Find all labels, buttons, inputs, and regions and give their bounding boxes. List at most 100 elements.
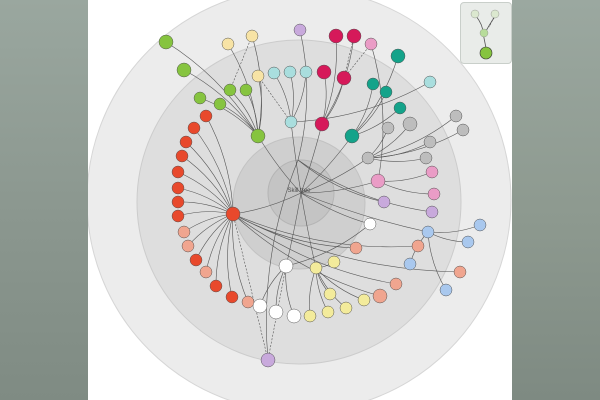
skill-node	[299, 65, 313, 79]
connector-edge	[181, 155, 234, 215]
skill-node	[423, 135, 437, 149]
skill-node	[372, 288, 388, 304]
skill-node	[357, 293, 371, 307]
hub-edge	[300, 123, 323, 194]
connector-edge	[227, 213, 234, 298]
connector-edge	[185, 141, 234, 215]
skill-node	[327, 255, 341, 269]
skill-node	[314, 116, 330, 132]
skill-node	[377, 195, 391, 209]
skill-node	[284, 115, 298, 129]
legend-thumbnail	[460, 2, 512, 64]
skill-node	[321, 305, 335, 319]
connector-edge	[321, 35, 337, 125]
skill-node	[439, 283, 453, 297]
connector-edge	[232, 213, 461, 273]
connector-edge	[351, 55, 399, 137]
skill-node	[336, 70, 352, 86]
hub-edge	[300, 157, 369, 194]
skill-node	[171, 209, 185, 223]
center-label: Skill tree	[287, 188, 311, 194]
skill-node	[323, 287, 337, 301]
legend-node	[470, 9, 480, 19]
skill-node	[421, 225, 435, 239]
legend-node	[490, 9, 500, 19]
skill-node	[171, 165, 185, 179]
skill-node	[176, 62, 192, 78]
skill-node	[328, 28, 344, 44]
hub-edge	[300, 192, 429, 233]
skill-node	[241, 295, 255, 309]
connector-edge	[183, 69, 259, 137]
connector-edge	[367, 115, 457, 159]
skill-node	[213, 97, 227, 111]
skill-node	[473, 218, 487, 232]
skill-node	[363, 217, 377, 231]
skill-node	[425, 205, 439, 219]
legend-node-active	[479, 46, 493, 60]
connector-edge	[232, 213, 419, 248]
hub-edge	[300, 192, 371, 225]
skill-node	[316, 64, 332, 80]
skill-node	[344, 128, 360, 144]
connector-edge	[297, 29, 308, 161]
skill-node	[158, 34, 174, 50]
skill-node	[461, 235, 475, 249]
skill-node	[419, 151, 433, 165]
skill-tree-diagram: Skill tree	[88, 0, 512, 400]
connector-edge	[205, 115, 234, 215]
hub-edge	[300, 135, 353, 194]
legend-thumbnail-icon	[470, 9, 500, 60]
skill-node	[193, 91, 207, 105]
skill-node	[179, 135, 193, 149]
background-left-panel	[0, 0, 88, 400]
skill-node	[278, 258, 294, 274]
skill-node	[245, 29, 259, 43]
dashed-edge	[232, 213, 269, 361]
skill-node	[453, 265, 467, 279]
skill-node	[225, 206, 241, 222]
skill-node	[349, 241, 363, 255]
connector-edge	[285, 223, 371, 267]
dashed-edge	[267, 265, 287, 361]
skill-node	[181, 239, 195, 253]
skill-node	[239, 83, 253, 97]
skill-node	[427, 187, 441, 201]
connector-edge	[370, 43, 384, 182]
skill-node	[402, 116, 418, 132]
skill-node	[252, 298, 268, 314]
skill-node	[423, 75, 437, 89]
skill-node	[175, 149, 189, 163]
legend-dashed-edge	[488, 16, 495, 28]
skill-node	[364, 37, 378, 51]
skill-node	[361, 151, 375, 165]
skill-node	[209, 279, 223, 293]
skill-node	[456, 123, 470, 137]
skill-node	[303, 309, 317, 323]
skill-node	[393, 101, 407, 115]
skill-node	[283, 65, 297, 79]
skill-node	[309, 261, 323, 275]
skill-node	[449, 109, 463, 123]
connector-edge	[232, 213, 249, 303]
skill-node	[379, 85, 393, 99]
skill-node	[286, 308, 302, 324]
skill-node	[199, 265, 213, 279]
skill-tree-canvas: Skill tree	[88, 0, 512, 400]
connector-edge	[232, 213, 381, 297]
skill-node	[425, 165, 439, 179]
skill-node	[267, 66, 281, 80]
skill-node	[199, 109, 213, 123]
hub-edge	[300, 180, 379, 194]
connector-edge	[297, 159, 433, 213]
background-right-panel	[512, 0, 600, 400]
skill-node	[390, 48, 406, 64]
skill-node	[293, 23, 307, 37]
skill-node	[403, 257, 417, 271]
skill-node	[346, 28, 362, 44]
skill-node	[389, 277, 403, 291]
skill-node	[225, 290, 239, 304]
connector-edge	[251, 35, 262, 137]
skill-node	[177, 225, 191, 239]
skill-node	[251, 69, 265, 83]
